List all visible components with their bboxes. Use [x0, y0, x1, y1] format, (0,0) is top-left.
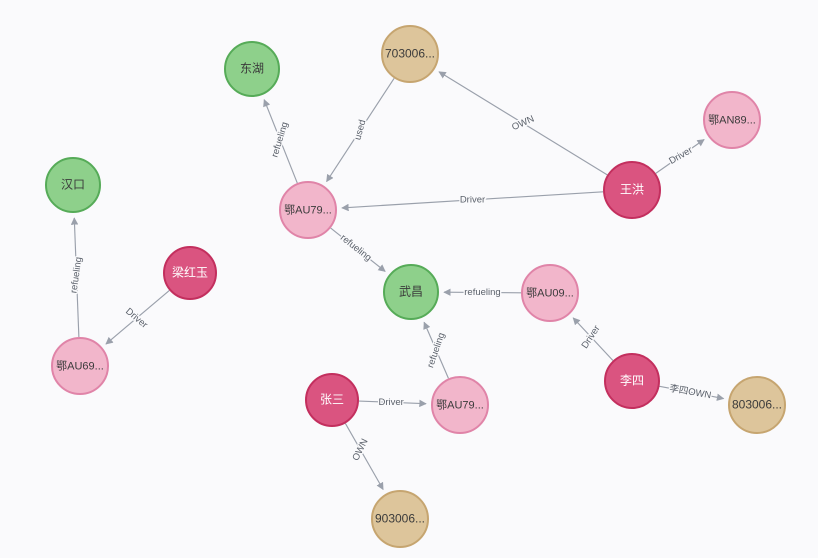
graph-node[interactable]: 汉口 — [45, 157, 101, 213]
edge-label: refueling — [425, 331, 447, 369]
graph-edge[interactable] — [438, 71, 608, 176]
graph-node[interactable]: 梁红玉 — [163, 246, 217, 300]
graph-node[interactable]: 803006... — [728, 376, 786, 434]
edge-label: used — [352, 119, 368, 142]
graph-edge[interactable] — [655, 139, 705, 174]
node-circle[interactable] — [603, 161, 661, 219]
node-circle[interactable] — [51, 337, 109, 395]
node-circle[interactable] — [224, 41, 280, 97]
graph-node[interactable]: 鄂AN89... — [703, 91, 761, 149]
graph-node[interactable]: 鄂AU09... — [521, 264, 579, 322]
graph-node[interactable]: 武昌 — [383, 264, 439, 320]
nodes-layer[interactable]: 703006...东湖鄂AN89...汉口王洪鄂AU79...梁红玉武昌鄂AU0… — [45, 25, 786, 548]
graph-edge[interactable] — [341, 191, 604, 212]
edges-layer — [70, 71, 725, 491]
graph-node[interactable]: 鄂AU79... — [279, 181, 337, 239]
node-circle[interactable] — [371, 490, 429, 548]
graph-node[interactable]: 王洪 — [603, 161, 661, 219]
edge-label: Driver — [460, 194, 485, 205]
node-circle[interactable] — [163, 246, 217, 300]
edge-label: refueling — [464, 287, 500, 298]
graph-edge[interactable] — [263, 98, 298, 184]
node-circle[interactable] — [279, 181, 337, 239]
graph-edge[interactable] — [344, 423, 384, 491]
graph-node[interactable]: 东湖 — [224, 41, 280, 97]
edge-label: refueling — [338, 232, 373, 263]
graph-edge[interactable] — [326, 77, 395, 183]
node-circle[interactable] — [381, 25, 439, 83]
graph-node[interactable]: 鄂AU69... — [51, 337, 109, 395]
graph-edge[interactable] — [70, 217, 80, 338]
edge-label: Driver — [378, 397, 403, 408]
node-circle[interactable] — [45, 157, 101, 213]
edge-label: OWN — [350, 437, 370, 463]
edge-label: refueling — [270, 121, 291, 159]
graph-edge[interactable] — [423, 321, 449, 379]
node-circle[interactable] — [728, 376, 786, 434]
graph-node[interactable]: 903006... — [371, 490, 429, 548]
node-circle[interactable] — [604, 353, 660, 409]
graph-node[interactable]: 703006... — [381, 25, 439, 83]
node-circle[interactable] — [521, 264, 579, 322]
graph-edge[interactable] — [659, 385, 725, 401]
edge-label: 李四OWN — [669, 382, 713, 401]
graph-node[interactable]: 李四 — [604, 353, 660, 409]
edge-label: Driver — [667, 145, 694, 167]
graph-edge[interactable] — [358, 399, 427, 408]
graph-edge[interactable] — [443, 288, 522, 297]
node-circle[interactable] — [305, 373, 359, 427]
graph-edge[interactable] — [105, 289, 170, 345]
node-circle[interactable] — [703, 91, 761, 149]
graph-node[interactable]: 鄂AU79... — [431, 376, 489, 434]
graph-edge[interactable] — [572, 317, 614, 361]
node-circle[interactable] — [431, 376, 489, 434]
graph-edge[interactable] — [330, 227, 386, 272]
graph-node[interactable]: 张三 — [305, 373, 359, 427]
edge-label: refueling — [69, 256, 85, 294]
edge-label: Driver — [123, 306, 149, 331]
node-circle[interactable] — [383, 264, 439, 320]
edge-label: Driver — [580, 323, 603, 350]
edge-label: OWN — [510, 114, 536, 134]
